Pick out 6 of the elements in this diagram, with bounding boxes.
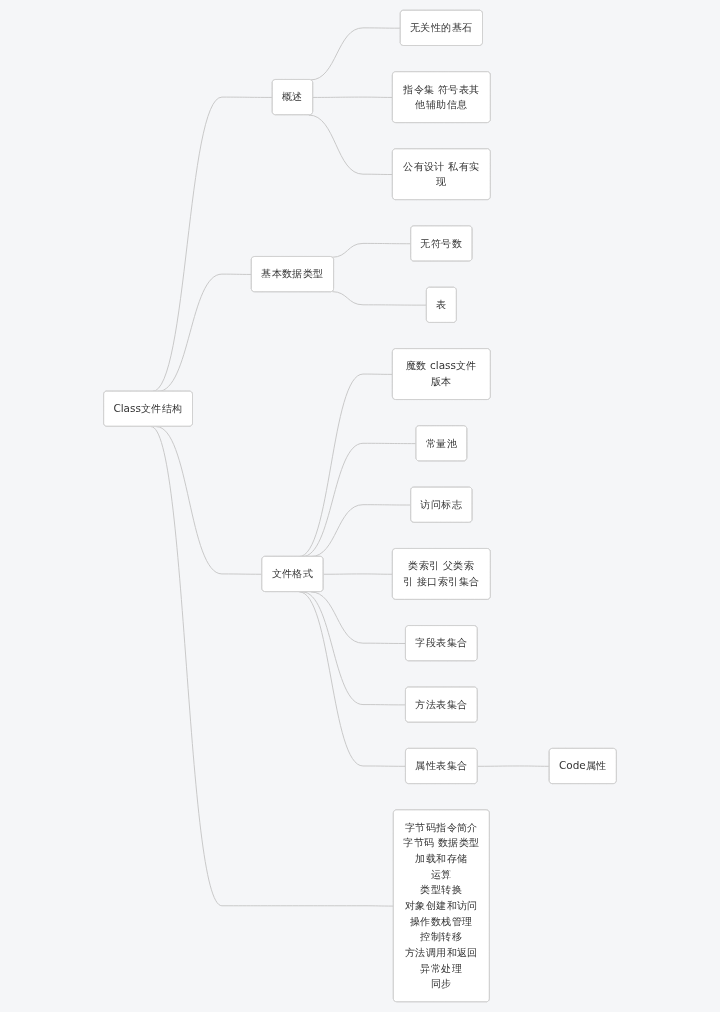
connector [331,291,428,306]
connector [310,27,402,81]
connector [331,242,412,258]
connector [322,573,394,575]
connector [477,765,550,767]
connector [312,96,394,98]
